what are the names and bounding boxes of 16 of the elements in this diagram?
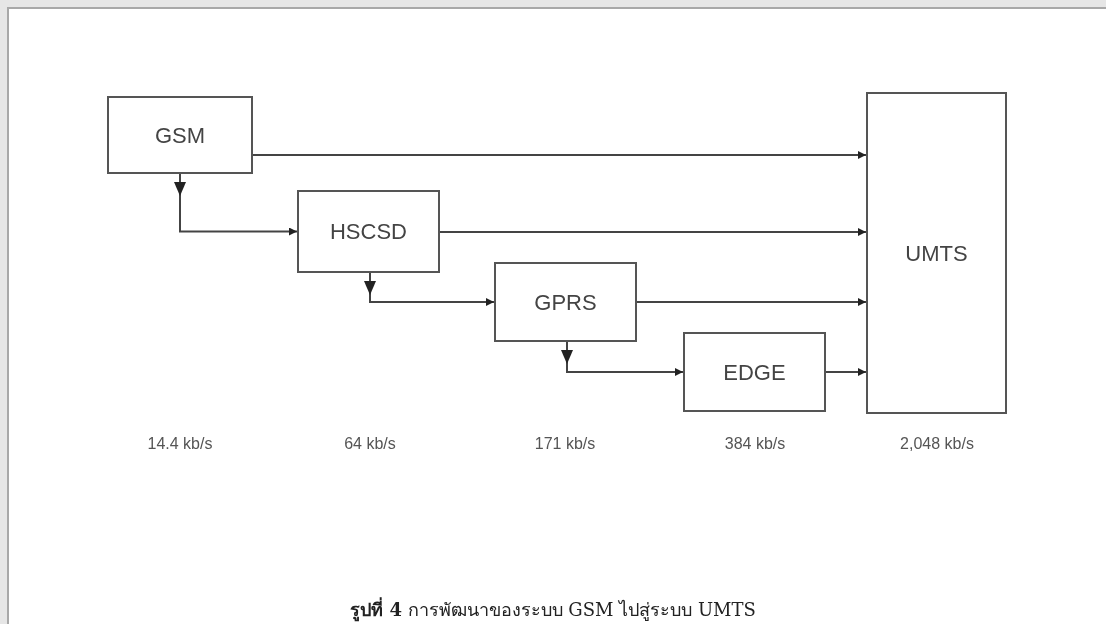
box-label: GSM [154,121,206,150]
process-box [297,190,440,273]
box-label: EDGE [723,358,786,387]
speed-label: 14.4 kb/s [147,434,213,454]
process-box [866,92,1007,414]
process-box [683,332,826,412]
speed-label: 2,048 kb/s [900,434,974,454]
box-label: GPRS [534,288,597,317]
speed-label: 64 kb/s [344,434,396,454]
speed-label: 384 kb/s [724,434,786,454]
figure-caption: รูปที่ 4 การพัฒนาของระบบ GSM ไปสู่ระบบ UMTS [350,596,756,623]
process-box [494,262,637,342]
box-label: UMTS [905,239,968,268]
box-label: HSCSD [330,218,407,246]
process-box [107,96,253,174]
speed-label: 171 kb/s [534,434,596,454]
